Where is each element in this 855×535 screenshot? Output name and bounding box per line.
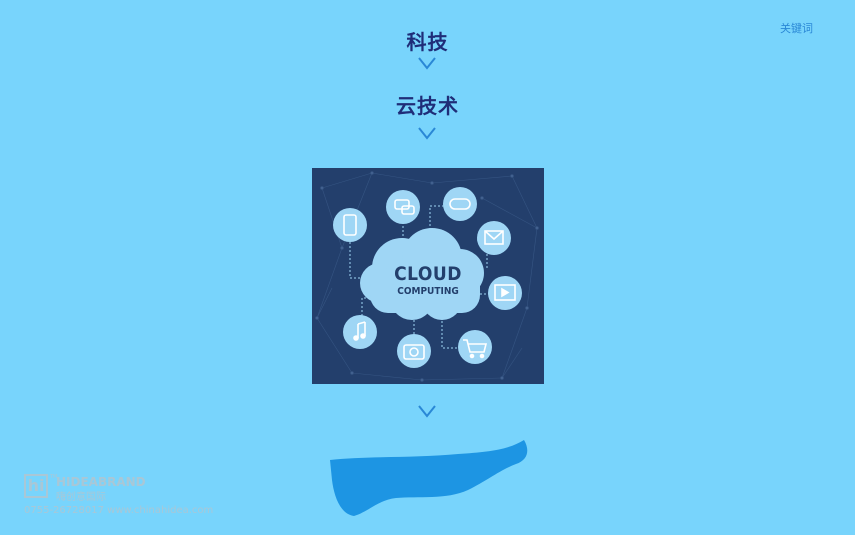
cloud-computing-illustration: CLOUD COMPUTING — [312, 168, 544, 384]
smartphone-icon — [333, 208, 367, 242]
brand-name-cn: 嗨创意国际 — [56, 492, 106, 503]
cloud-subtitle: COMPUTING — [397, 286, 459, 297]
cart-icon — [458, 330, 492, 364]
gamepad-icon — [443, 187, 477, 221]
camera-icon — [397, 334, 431, 368]
keyword-link[interactable]: 关键词 — [780, 22, 813, 35]
cloud-shape — [360, 228, 484, 320]
cloud-title: CLOUD — [394, 263, 462, 285]
logo-mark: hi — [24, 474, 48, 498]
step-title-tech: 科技 — [406, 30, 449, 54]
brand-name-en: HIDEABRAND — [56, 475, 146, 489]
music-icon — [343, 315, 377, 349]
chevron-down-icon — [417, 126, 437, 140]
trademark-mark: TM — [50, 474, 58, 480]
chevron-down-icon — [417, 404, 437, 418]
blue-wave-shape — [328, 436, 530, 524]
step-title-cloud-tech: 云技术 — [396, 94, 459, 118]
contact-info: 0755-26728017 www.chinahidea.com — [24, 505, 214, 516]
icon-glyphs — [343, 198, 516, 360]
chevron-down-icon — [417, 56, 437, 70]
